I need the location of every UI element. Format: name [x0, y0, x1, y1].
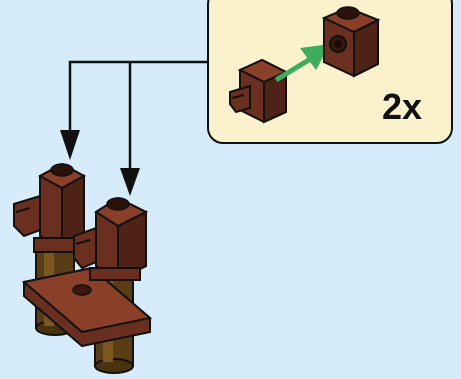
- pointer-arrows: [60, 60, 207, 196]
- green-arrow-icon: [274, 44, 330, 83]
- black-arrow-icon: [120, 168, 140, 196]
- pointer-arrow-line: [68, 60, 207, 130]
- cross-plate: [21, 266, 153, 348]
- brick-with-stud-icon: [321, 6, 381, 78]
- clip-plate-icon: [229, 58, 289, 124]
- assembly-model: [13, 162, 153, 374]
- quantity-label: 2x: [382, 86, 423, 127]
- black-arrow-icon: [60, 130, 80, 160]
- brick-right: [73, 196, 149, 282]
- brick-left: [13, 162, 87, 253]
